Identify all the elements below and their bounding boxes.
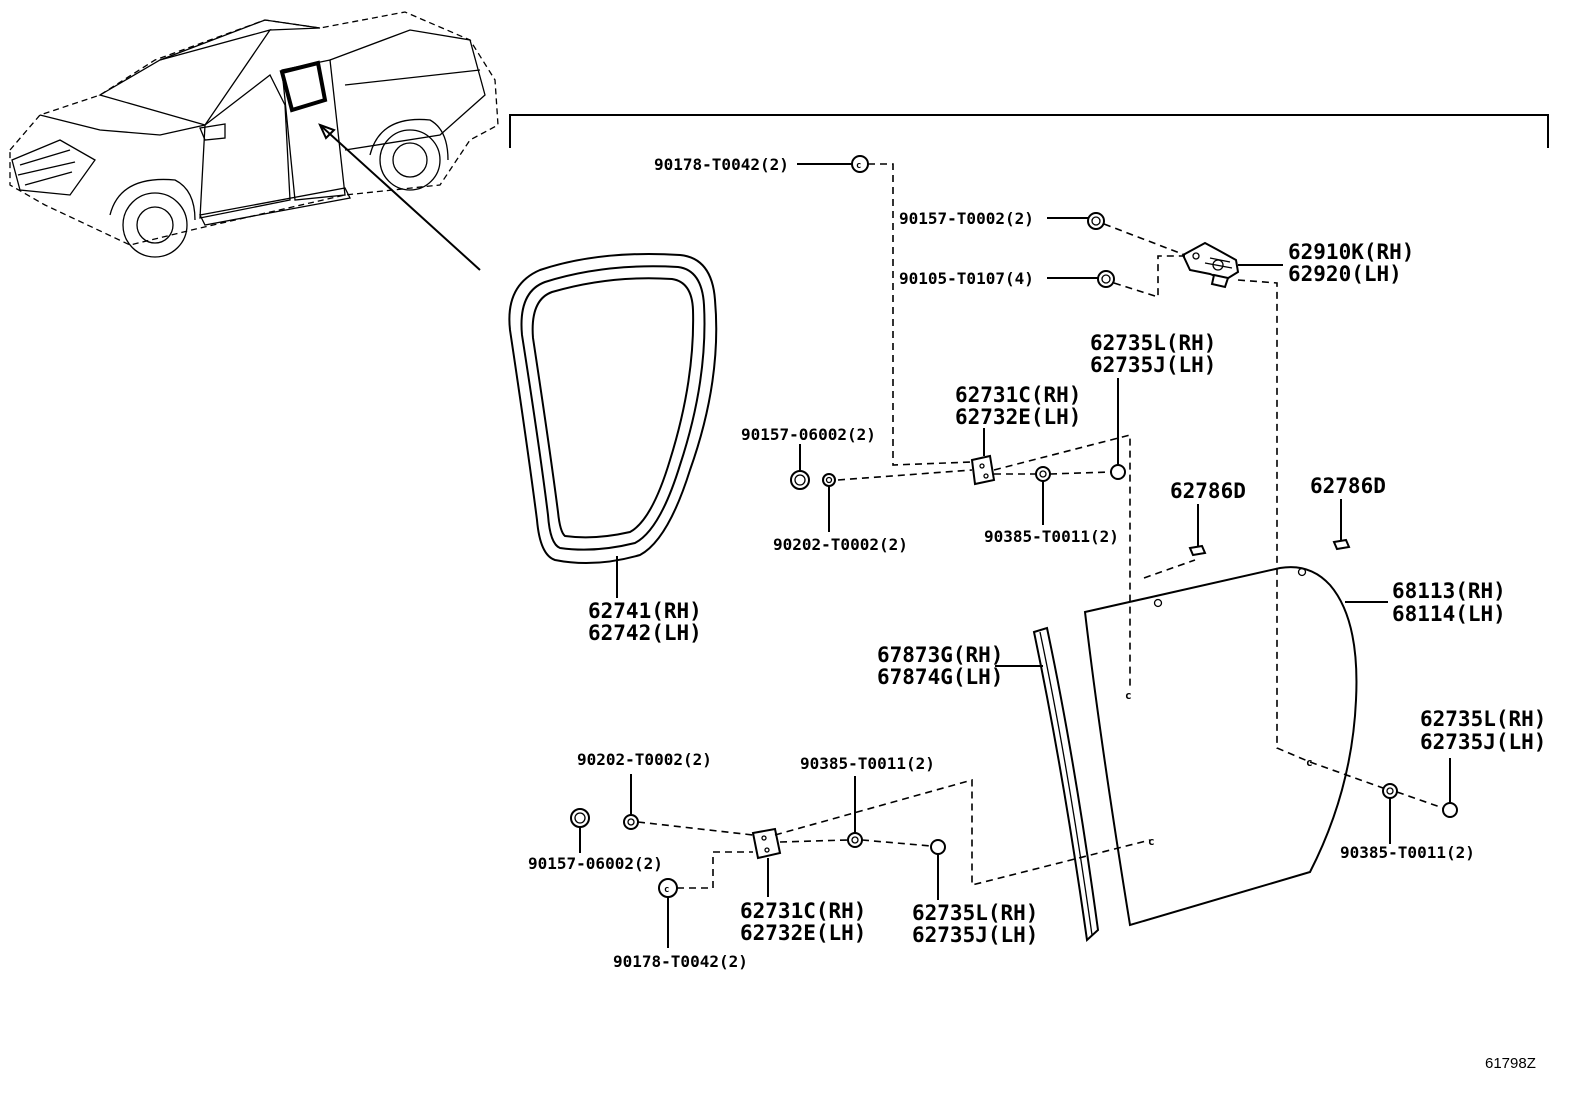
svg-text:c: c (664, 885, 669, 895)
label-68113: 68113(RH) (1392, 579, 1506, 603)
label-62735j-upper: 62735J(LH) (1090, 353, 1216, 377)
truck-illustration (9, 11, 499, 271)
weatherstrip-drawing (508, 253, 718, 565)
label-67874g: 67874G(LH) (877, 665, 1003, 689)
label-90178-lower: 90178-T0042(2) (613, 952, 748, 971)
upper-fasteners: c (790, 155, 1126, 532)
label-90157-06002-lower: 90157-06002(2) (528, 854, 663, 873)
label-90385-upper: 90385-T0011(2) (984, 527, 1119, 546)
label-90178-top: 90178-T0042(2) (654, 155, 789, 174)
label-90385-right: 90385-T0011(2) (1340, 843, 1475, 862)
label-68114: 68114(LH) (1392, 602, 1506, 626)
right-fasteners (1382, 758, 1458, 844)
svg-text:c: c (1148, 835, 1155, 848)
label-90157-06002-upper: 90157-06002(2) (741, 425, 876, 444)
label-62735j-right: 62735J(LH) (1420, 730, 1546, 754)
lower-fasteners: c (570, 774, 946, 948)
quarter-glass-drawing (1083, 566, 1358, 927)
label-62735j-lower: 62735J(LH) (912, 923, 1038, 947)
label-62910k: 62910K(RH) (1288, 240, 1414, 264)
part-labels: 90178-T0042(2) 90157-T0002(2) 90105-T010… (528, 155, 1546, 1072)
svg-text:c: c (856, 161, 861, 171)
label-62735l-lower: 62735L(RH) (912, 901, 1038, 925)
label-62732e-lower: 62732E(LH) (740, 921, 866, 945)
label-90105: 90105-T0107(4) (899, 269, 1034, 288)
label-62732e-upper: 62732E(LH) (955, 405, 1081, 429)
svg-text:c: c (1306, 756, 1313, 769)
label-67873g: 67873G(RH) (877, 643, 1003, 667)
label-62786d-a: 62786D (1170, 479, 1246, 503)
label-62742: 62742(LH) (588, 621, 702, 645)
diagram-code: 61798Z (1485, 1055, 1536, 1072)
label-62735l-upper: 62735L(RH) (1090, 331, 1216, 355)
spacer-a-drawing (1188, 504, 1207, 557)
label-62731c-lower: 62731C(RH) (740, 899, 866, 923)
label-90157-upper: 90157-T0002(2) (899, 209, 1034, 228)
svg-text:c: c (1125, 689, 1132, 702)
label-90202-lower: 90202-T0002(2) (577, 750, 712, 769)
label-90202-upper: 90202-T0002(2) (773, 535, 908, 554)
label-62731c-upper: 62731C(RH) (955, 383, 1081, 407)
spacer-b-drawing (1332, 499, 1351, 551)
label-62735l-right: 62735L(RH) (1420, 707, 1546, 731)
group-bracket (509, 114, 1549, 148)
glass-channel-drawing (1032, 626, 1100, 943)
lock-assembly-drawing (1181, 241, 1240, 289)
label-62920: 62920(LH) (1288, 262, 1402, 286)
label-62741: 62741(RH) (588, 599, 702, 623)
assembly-dashed-lines (637, 163, 1444, 889)
label-62786d-b: 62786D (1310, 474, 1386, 498)
label-90385-lower: 90385-T0011(2) (800, 754, 935, 773)
